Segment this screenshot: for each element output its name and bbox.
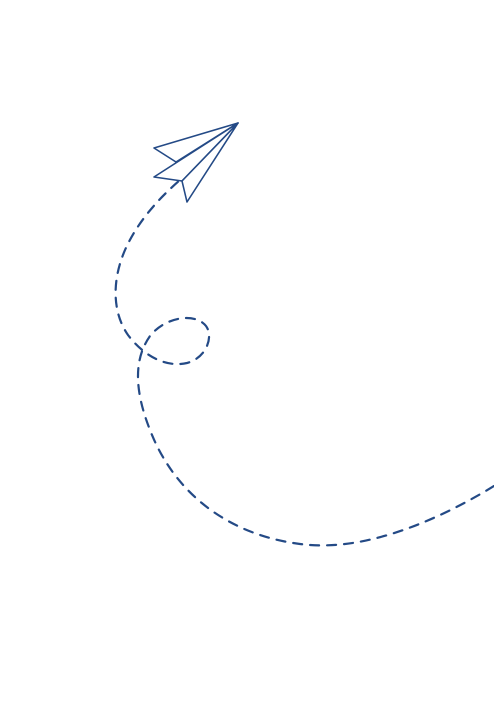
paper-plane-wing-right: [181, 122, 239, 203]
dashed-flight-trail: [114, 178, 494, 547]
paper-plane-icon: [153, 122, 239, 203]
